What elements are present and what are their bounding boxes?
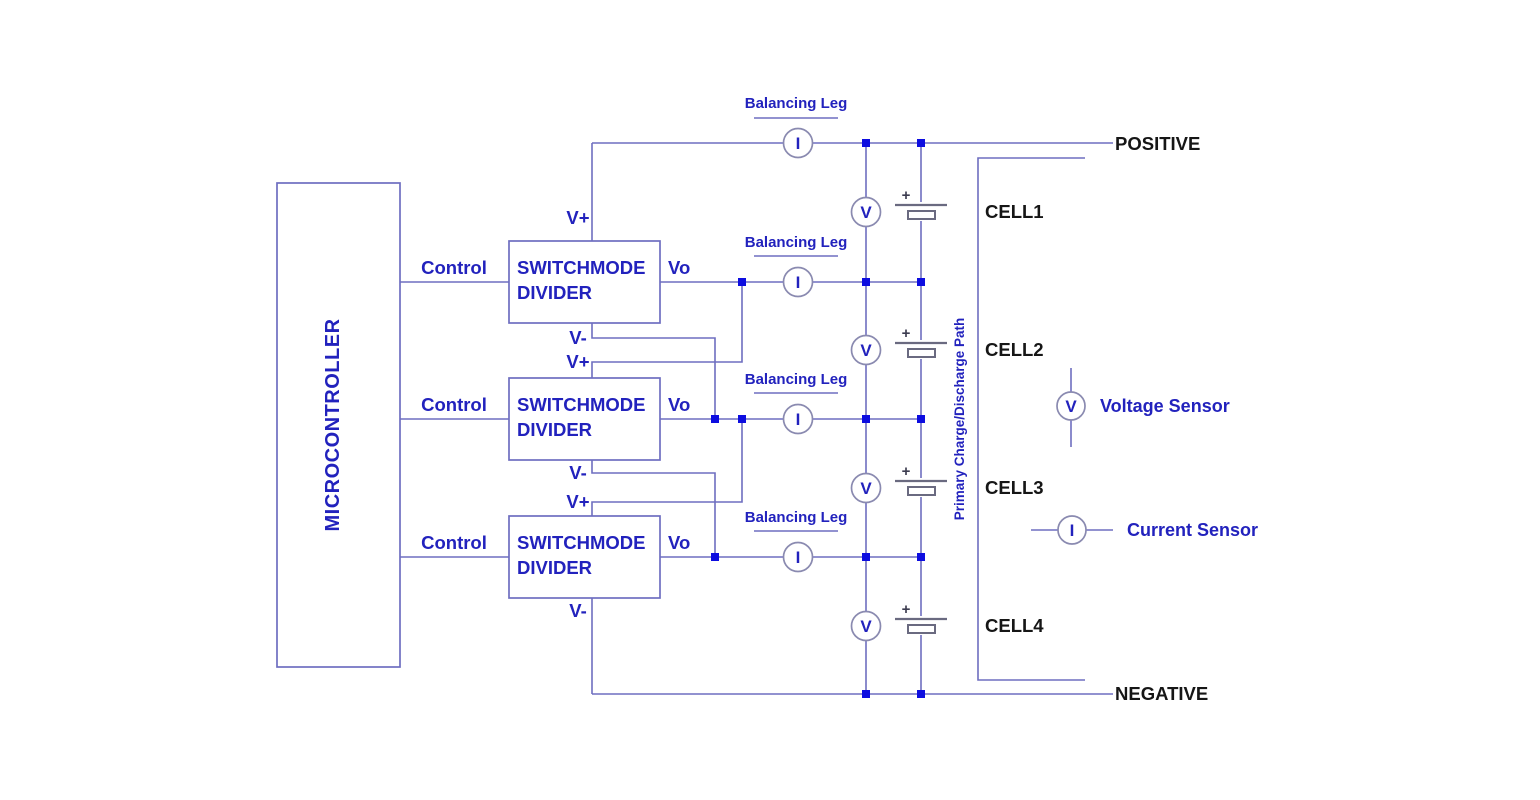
- microcontroller-label: MICROCONTROLLER: [322, 318, 344, 531]
- legend: V Voltage Sensor I Current Sensor: [1056, 391, 1258, 545]
- junction-dot: [917, 278, 925, 286]
- vminus-route-1: [591, 323, 716, 419]
- switchmode-divider-box-3: [508, 515, 661, 599]
- voltage-sensor-icon: [850, 610, 882, 642]
- primary-path-bracket: [977, 157, 1085, 681]
- vout-label-3: Vo: [668, 532, 690, 553]
- legend-voltage-sensor-icon: [1056, 391, 1086, 421]
- voltage-sensor-icon: [850, 472, 882, 504]
- current-sensors: I I I I: [782, 127, 814, 573]
- current-sensor-symbol: I: [796, 134, 801, 153]
- junction-dot: [862, 278, 870, 286]
- vout-label-1: Vo: [668, 257, 690, 278]
- current-sensor-icon: [782, 541, 814, 573]
- wires: [400, 117, 1113, 695]
- battery-symbols: + + + +: [895, 187, 947, 635]
- junction-dot: [862, 553, 870, 561]
- battery-plate-bottom-3: [907, 486, 936, 496]
- vplus-label-3: V+: [566, 491, 589, 512]
- positive-label: POSITIVE: [1115, 133, 1200, 154]
- battery-plus-4: +: [902, 601, 911, 618]
- microcontroller-box: [276, 182, 401, 668]
- battery-plus-2: +: [902, 325, 911, 342]
- vplus-route-3: [591, 419, 743, 516]
- divider-name-line1-2: SWITCHMODE: [517, 394, 645, 415]
- current-sensor-icon: [782, 266, 814, 298]
- battery-plate-bottom-4: [907, 624, 936, 634]
- legend-current-label: Current Sensor: [1127, 520, 1258, 540]
- divider-name-line2-3: DIVIDER: [517, 557, 592, 578]
- switchmode-divider-box-2: [508, 377, 661, 461]
- current-sensor-symbol: I: [796, 273, 801, 292]
- vout-label-2: Vo: [668, 394, 690, 415]
- battery-plate-bottom-1: [907, 210, 936, 220]
- balancing-leg-label-2: Balancing Leg: [745, 234, 848, 251]
- primary-path-label: Primary Charge/Discharge Path: [952, 318, 967, 521]
- legend-voltage-symbol: V: [1065, 397, 1077, 416]
- junction-dot: [862, 690, 870, 698]
- balancing-leg-label-3: Balancing Leg: [745, 371, 848, 388]
- vplus-label-2: V+: [566, 351, 589, 372]
- legend-voltage-label: Voltage Sensor: [1100, 396, 1230, 416]
- voltage-sensor-symbol: V: [860, 341, 872, 360]
- junction-dot: [917, 553, 925, 561]
- negative-label: NEGATIVE: [1115, 683, 1208, 704]
- junction-dot: [917, 690, 925, 698]
- cell-label-4: CELL4: [985, 615, 1044, 636]
- current-sensor-symbol: I: [796, 410, 801, 429]
- current-sensor-icon: [782, 127, 814, 159]
- vplus-route-2: [591, 282, 743, 378]
- control-label-3: Control: [421, 532, 487, 553]
- divider-name-line2-1: DIVIDER: [517, 282, 592, 303]
- cell-label-3: CELL3: [985, 477, 1044, 498]
- vminus-route-2: [591, 460, 716, 557]
- legend-current-symbol: I: [1070, 521, 1075, 540]
- legend-current-sensor-icon: [1057, 515, 1087, 545]
- voltage-sensor-symbol: V: [860, 479, 872, 498]
- cell-label-2: CELL2: [985, 339, 1044, 360]
- voltage-sensors: V V V V: [850, 196, 882, 642]
- current-sensor-icon: [782, 403, 814, 435]
- vplus-label-1: V+: [566, 207, 589, 228]
- junction-dot: [862, 415, 870, 423]
- voltage-sensor-symbol: V: [860, 617, 872, 636]
- switchmode-divider-box-1: [508, 240, 661, 324]
- battery-plus-1: +: [902, 187, 911, 204]
- junction-dot: [738, 415, 746, 423]
- vminus-label-3: V-: [569, 600, 586, 621]
- divider-name-line2-2: DIVIDER: [517, 419, 592, 440]
- vminus-label-1: V-: [569, 327, 586, 348]
- current-sensor-symbol: I: [796, 548, 801, 567]
- junction-dot: [862, 139, 870, 147]
- cell-label-1: CELL1: [985, 201, 1044, 222]
- junction-dot: [738, 278, 746, 286]
- vminus-label-2: V-: [569, 462, 586, 483]
- balancing-leg-label-4: Balancing Leg: [745, 509, 848, 526]
- battery-plate-bottom-2: [907, 348, 936, 358]
- balancing-leg-label-1: Balancing Leg: [745, 95, 848, 112]
- voltage-sensor-symbol: V: [860, 203, 872, 222]
- junction-dot: [917, 415, 925, 423]
- divider-name-line1-1: SWITCHMODE: [517, 257, 645, 278]
- junction-dots: [711, 139, 925, 698]
- junction-dot: [711, 415, 719, 423]
- junction-dot: [711, 553, 719, 561]
- battery-plus-3: +: [902, 463, 911, 480]
- voltage-sensor-icon: [850, 334, 882, 366]
- voltage-sensor-icon: [850, 196, 882, 228]
- junction-dot: [917, 139, 925, 147]
- control-label-2: Control: [421, 394, 487, 415]
- divider-name-line1-3: SWITCHMODE: [517, 532, 645, 553]
- control-label-1: Control: [421, 257, 487, 278]
